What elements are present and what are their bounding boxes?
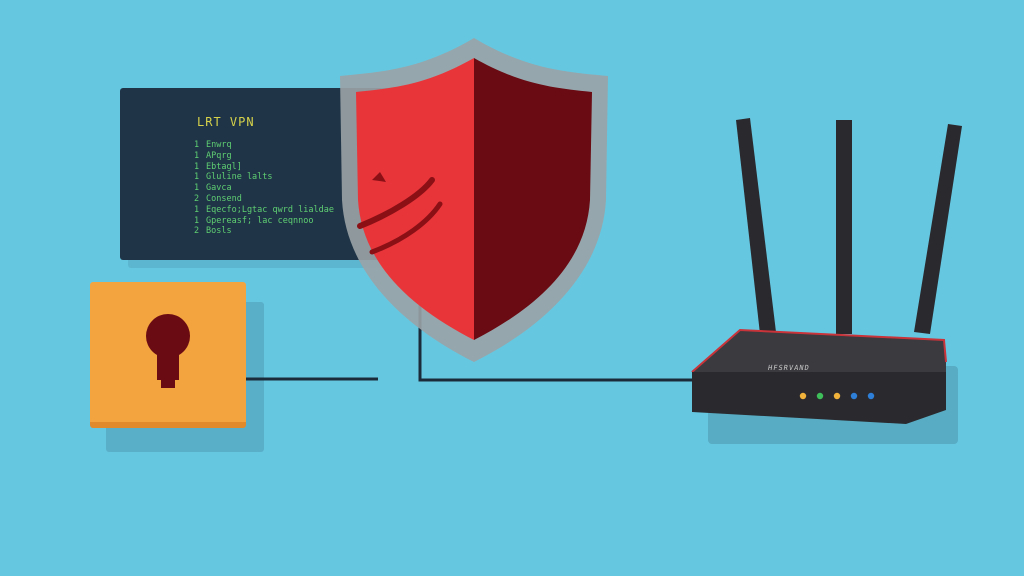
- terminal-line-number: 1: [194, 215, 200, 226]
- terminal-line: 1 Enwrq: [194, 140, 334, 151]
- router-led: [867, 392, 875, 400]
- terminal-line: 1 Gluline lalts: [194, 172, 334, 183]
- terminal-line-number: 1: [194, 150, 200, 161]
- router-body: [691, 328, 947, 424]
- terminal-line-number: 1: [194, 183, 200, 194]
- terminal-line-text: Eqecfo;Lgtac qwrd lialdae: [206, 204, 334, 215]
- terminal-line: 2 Bosls: [194, 226, 334, 237]
- terminal-line: 1 Gavca: [194, 183, 334, 194]
- terminal-line-number: 2: [194, 226, 200, 237]
- terminal-line-text: APqrg: [206, 150, 232, 161]
- terminal-line-text: Gavca: [206, 183, 232, 194]
- terminal-line-number: 1: [194, 204, 200, 215]
- terminal-line: 1 Eqecfo;Lgtac qwrd lialdae: [194, 205, 334, 216]
- terminal-line-number: 2: [194, 193, 200, 204]
- shield-icon: [340, 38, 608, 362]
- terminal-line-text: Enwrq: [206, 140, 232, 150]
- router-brand-label: HFSRVAND: [767, 364, 811, 372]
- terminal-line-text: Gpereasf; lac ceqnnoo: [206, 215, 314, 226]
- terminal-line-number: 1: [194, 172, 200, 183]
- terminal-line-text: Ebtagl]: [206, 161, 242, 172]
- terminal-title: LRT VPN: [197, 115, 255, 129]
- terminal-line-text: Gluline lalts: [206, 172, 273, 183]
- terminal-line-text: Consend: [206, 193, 242, 204]
- terminal-line: 1 Ebtagl]: [194, 162, 334, 173]
- terminal-line: 1 APqrg: [194, 151, 334, 162]
- router-led: [799, 392, 807, 400]
- terminal-line-text: Bosls: [206, 226, 232, 237]
- terminal-line: 1 Gpereasf; lac ceqnnoo: [194, 216, 334, 227]
- keyhole-icon: [146, 314, 190, 388]
- router-led: [816, 392, 824, 400]
- router-led: [833, 392, 841, 400]
- router-antennas: [736, 118, 962, 334]
- router-status-leds: [799, 392, 875, 400]
- terminal-line: 2 Consend: [194, 194, 334, 205]
- router-led: [850, 392, 858, 400]
- terminal-line-number: 1: [194, 161, 200, 172]
- terminal-line-number: 1: [194, 140, 200, 150]
